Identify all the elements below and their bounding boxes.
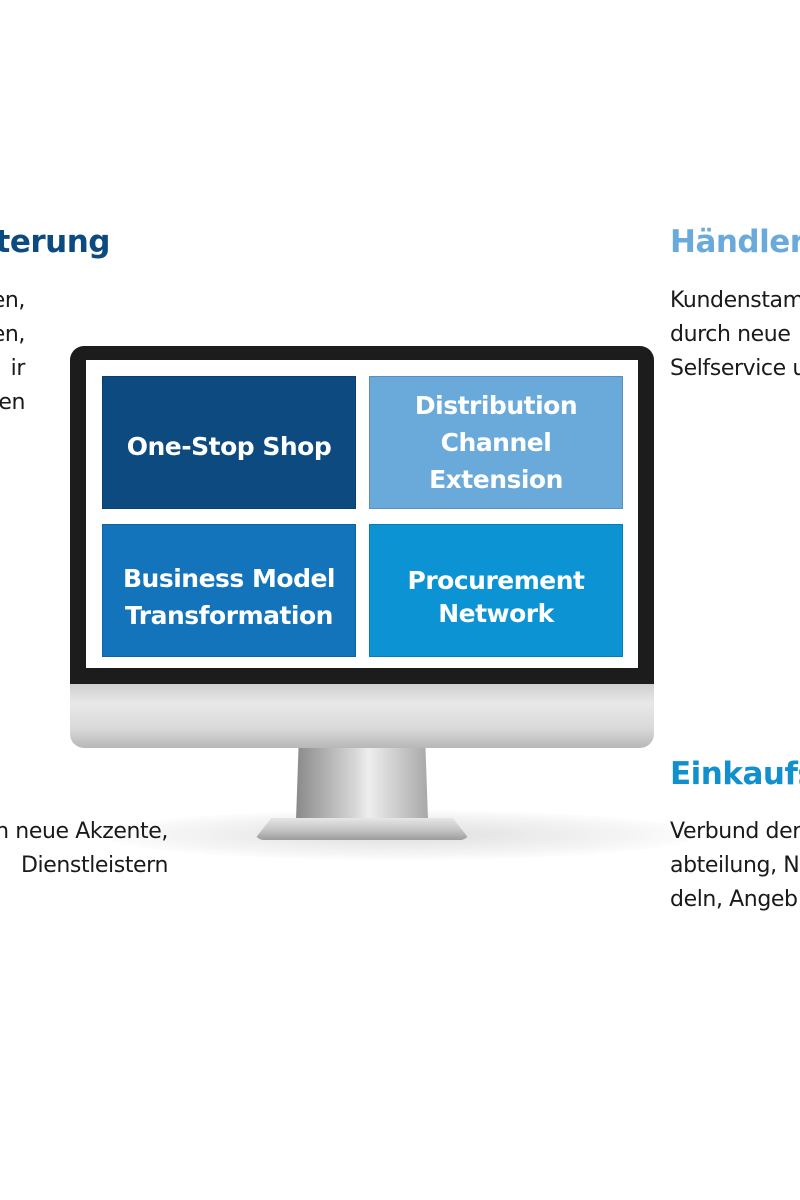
- text-line: n neue Akzente,: [0, 819, 168, 844]
- monitor-chin: [70, 684, 654, 748]
- heading-right-top: Händler-F: [670, 224, 800, 260]
- tile-label: Distribution: [414, 391, 578, 420]
- monitor-stand-base: [254, 818, 470, 840]
- tile-label: One-Stop Shop: [126, 432, 332, 461]
- monitor-stand-neck: [296, 744, 428, 820]
- text-right-top: Kundenstam durch neue Selfservice u: [670, 284, 800, 386]
- text-line: Verbund der: [670, 819, 800, 844]
- text-left-top: rken, en, ir en: [0, 284, 25, 420]
- tile-label: Extension: [429, 465, 563, 494]
- text-right-bottom: Verbund der abteilung, N deln, Angeb: [670, 815, 800, 917]
- tile-label: Transformation: [125, 600, 333, 630]
- text-line: deln, Angeb: [670, 887, 798, 912]
- tile-procurement-network: Procurement Network: [369, 524, 623, 657]
- tile-label: Business Model: [123, 563, 336, 593]
- heading-left-top: eiterung: [0, 224, 111, 260]
- text-line: durch neue: [670, 322, 791, 347]
- tile-label: Channel: [440, 428, 552, 457]
- tile-one-stop-shop: One-Stop Shop: [102, 376, 356, 509]
- heading-right-bottom: Einkaufsp: [670, 756, 800, 792]
- text-line: en,: [0, 322, 25, 347]
- text-left-bottom: n neue Akzente, Dienstleistern: [0, 815, 168, 883]
- text-line: Dienstleistern: [20, 853, 168, 878]
- text-line: Selfservice u: [670, 356, 800, 381]
- tile-distribution-channel-extension: Distribution Channel Extension: [369, 376, 623, 509]
- text-line: Kundenstam: [670, 288, 800, 313]
- tile-label: Procurement: [407, 565, 585, 595]
- text-line: abteilung, N: [670, 853, 800, 878]
- text-line: ir: [10, 356, 26, 381]
- text-line: rken,: [0, 288, 25, 313]
- text-line: en: [0, 390, 25, 415]
- tile-business-model-transformation: Business Model Transformation: [102, 524, 356, 657]
- tile-label: Network: [438, 598, 554, 628]
